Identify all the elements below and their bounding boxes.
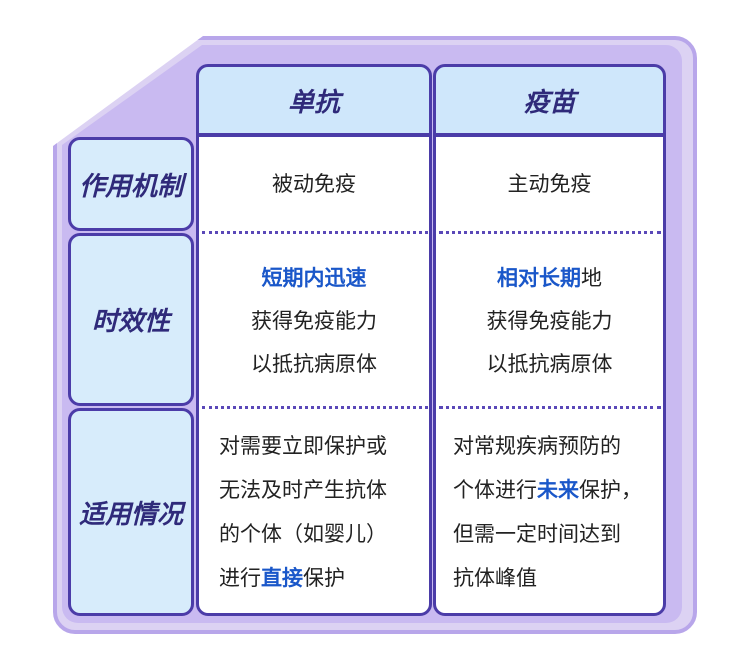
cell-line: 个体进行未来保护， [453,468,661,512]
row-header-mechanism-label: 作用机制 [78,171,183,202]
column-vaccine [433,134,666,616]
cell-text: 但需一定时间达到 [453,522,621,546]
row-header-timeliness-label: 时效性 [91,307,170,337]
cell-text: 获得免疫能力 [486,308,613,333]
row-header-applicability-label: 适用情况 [78,499,183,530]
cell-line: 进行直接保护 [219,556,424,600]
cell-text: 的个体（如婴儿） [219,522,387,546]
column-header-vaccine-label: 疫苗 [523,87,576,118]
row-divider [439,231,661,234]
cell-applicability-antibody: 对需要立即保护或 无法及时产生抗体 的个体（如婴儿） 进行直接保护 [219,414,424,610]
cell-text: 保护 [303,566,345,591]
cell-text: 保护， [579,477,642,502]
column-header-antibody-label: 单抗 [287,87,340,118]
highlight-text: 直接 [261,566,303,591]
cell-mechanism-vaccine: 主动免疫 [436,137,663,231]
cell-text: 以抵抗病原体 [486,352,613,377]
cell-mechanism-antibody: 被动免疫 [199,137,429,231]
highlight-text: 相对长期 [497,265,581,290]
row-divider [202,406,428,409]
cell-line: 相对长期地 [497,257,602,300]
column-header-vaccine: 疫苗 [433,64,666,136]
cell-text: 地 [581,265,602,290]
highlight-text: 未来 [537,477,579,502]
cell-text: 进行 [219,566,261,591]
cell-text: 个体进行 [453,477,537,502]
cell-text: 获得免疫能力 [251,308,377,333]
column-antibody [196,134,432,616]
row-header-mechanism: 作用机制 [68,137,194,231]
cell-text: 无法及时产生抗体 [219,477,387,502]
row-divider [439,406,661,409]
cell-text: 抗体峰值 [453,566,537,591]
cell-text: 被动免疫 [272,171,356,196]
column-header-antibody: 单抗 [196,64,432,136]
cell-timeliness-vaccine: 相对长期地 获得免疫能力 以抵抗病原体 [436,237,663,406]
highlight-text: 短期内迅速 [261,265,367,290]
cell-text: 主动免疫 [507,171,592,196]
cell-text: 以抵抗病原体 [251,352,377,377]
cell-text: 对需要立即保护或 [219,433,387,458]
row-header-applicability: 适用情况 [68,408,194,616]
row-header-timeliness: 时效性 [68,233,194,406]
cell-applicability-vaccine: 对常规疾病预防的 个体进行未来保护， 但需一定时间达到 抗体峰值 [453,414,661,610]
cell-timeliness-antibody: 短期内迅速 获得免疫能力 以抵抗病原体 [199,237,429,406]
row-divider [202,231,428,234]
cell-text: 对常规疾病预防的 [453,433,621,458]
